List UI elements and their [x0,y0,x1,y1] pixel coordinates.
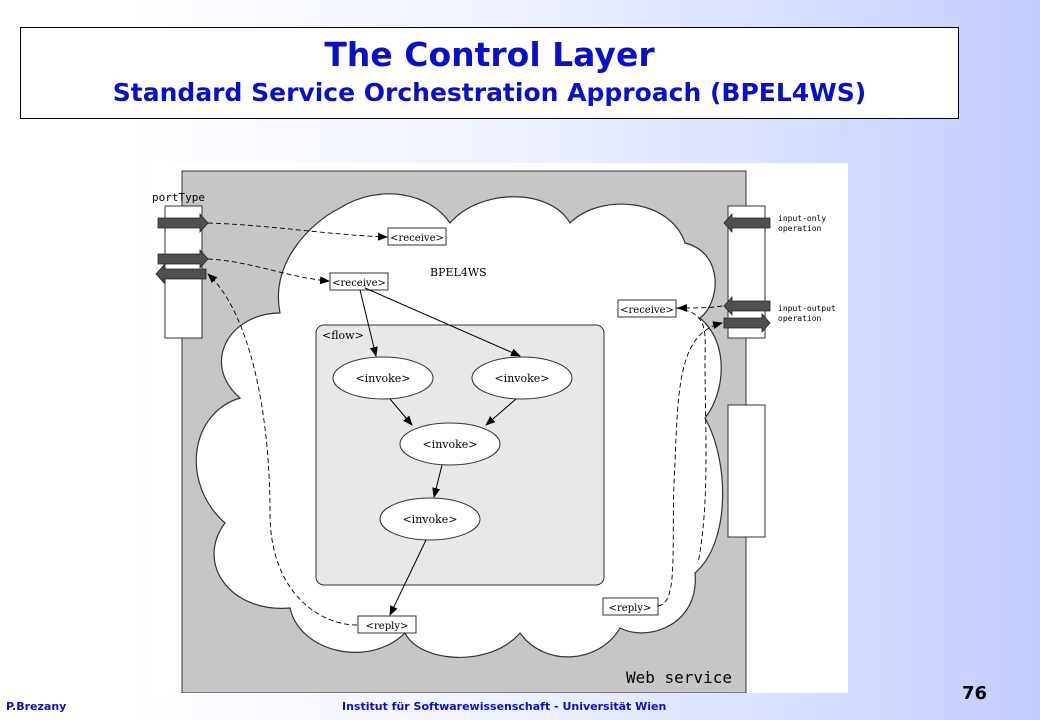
receive-label-3: <receive> [620,305,674,316]
page-number: 76 [962,683,988,704]
footer-author: P.Brezany [6,700,67,713]
footer-institute: Institut für Softwarewissenschaft - Univ… [342,700,667,713]
receive-label-2: <receive> [332,278,386,289]
slide-subtitle: Standard Service Orchestration Approach … [112,78,867,107]
bpel-diagram-svg: <receive> <receive> <receive> <reply> <r… [152,170,836,693]
bpel-diagram: <receive> <receive> <receive> <reply> <r… [150,163,848,693]
port-arrow-left-3 [155,263,207,285]
invoke-label-1: <invoke> [355,372,410,385]
invoke-label-2: <invoke> [494,372,549,385]
title-box: The Control Layer Standard Service Orche… [20,27,959,119]
port-column-right-bottom [727,404,766,538]
dashed-receive-3-loop [675,307,707,564]
reply-box-1 [357,615,417,634]
invoke-node-3 [399,422,501,466]
reply-label-2: <reply> [609,603,652,614]
edge-invoke-3-to-4 [432,464,443,498]
dashed-reply-to-port [207,273,358,626]
port-type-label: portType [152,191,205,204]
dashed-reply-2-to-port [657,321,723,607]
slide-title: The Control Layer [324,35,655,74]
invoke-node-1 [332,356,434,400]
invoke-node-4 [379,497,481,541]
port-arrow-right-2 [723,295,771,317]
reply-box-2 [602,597,659,616]
receive-box-1 [387,227,447,246]
port-arrow-left-2 [157,248,209,270]
web-service-label: Web service [626,668,732,687]
input-output-label-1: input-output [778,304,836,313]
port-arrow-right-1 [723,212,771,234]
port-arrow-right-3 [723,312,771,334]
reply-label-1: <reply> [366,621,409,632]
invoke-node-2 [471,356,573,400]
edge-invoke-4-to-reply [389,539,427,616]
edge-receive-to-invoke-1 [359,289,378,357]
receive-label-1: <receive> [390,233,444,244]
edge-invoke-1-to-3 [389,398,413,426]
port-arrow-left-1 [157,212,209,234]
receive-box-2 [329,272,389,291]
invoke-label-3: <invoke> [422,438,477,451]
invoke-label-4: <invoke> [402,513,457,526]
dashed-port-to-receive-3 [677,303,723,312]
input-output-label-2: operation [778,314,822,323]
flow-label: <flow> [322,329,364,342]
edge-invoke-2-to-3 [485,398,517,426]
receive-box-3 [617,299,677,318]
input-only-label-1: input-only [778,214,826,223]
bpel4ws-label: BPEL4WS [430,266,487,279]
edge-receive-to-invoke-2 [364,287,521,357]
input-only-label-2: operation [778,224,822,233]
dashed-port-to-receive-1 [207,222,388,241]
